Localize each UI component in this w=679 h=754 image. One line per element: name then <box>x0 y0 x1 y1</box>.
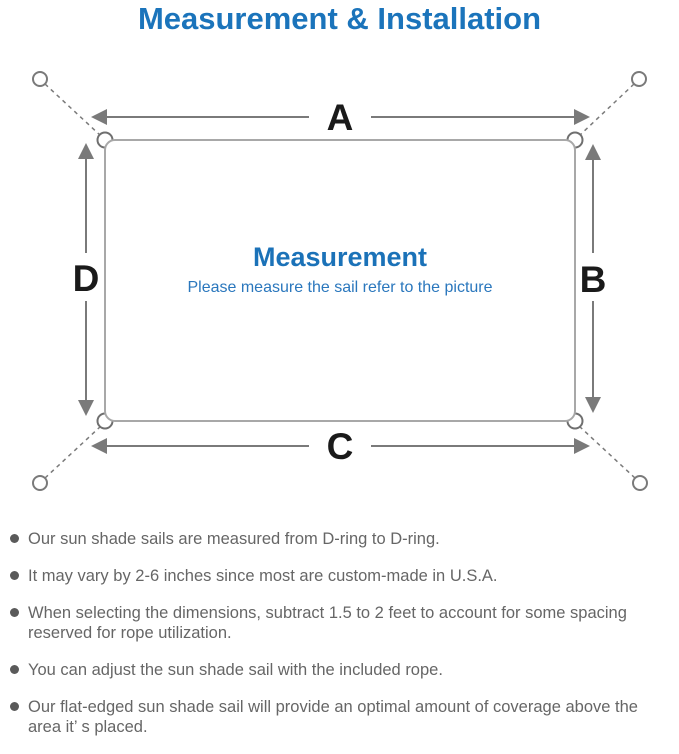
note-item: You can adjust the sun shade sail with t… <box>6 660 666 680</box>
arrow-b-head-bottom <box>585 397 601 413</box>
anchor-points <box>32 71 648 491</box>
note-text: Our flat-edged sun shade sail will provi… <box>28 698 638 736</box>
arrow-c-head-left <box>91 438 107 454</box>
arrow-c-head-right <box>574 438 590 454</box>
bullet-dot-icon <box>10 702 19 711</box>
note-text: When selecting the dimensions, subtract … <box>28 604 627 642</box>
arrow-a-head-left <box>91 109 107 125</box>
anchor-circle-bottom-right <box>632 475 648 491</box>
sail-outline <box>104 139 576 422</box>
note-text: It may vary by 2-6 inches since most are… <box>28 567 498 585</box>
note-item: Our flat-edged sun shade sail will provi… <box>6 697 666 737</box>
callout-subtitle: Please measure the sail refer to the pic… <box>187 279 493 296</box>
note-text: You can adjust the sun shade sail with t… <box>28 661 443 679</box>
tether-line-bottom-right <box>578 425 636 479</box>
bullet-dot-icon <box>10 571 19 580</box>
note-text: Our sun shade sails are measured from D-… <box>28 530 440 548</box>
notes-list: Our sun shade sails are measured from D-… <box>6 529 666 754</box>
tether-line-bottom-left <box>44 425 102 479</box>
note-item: When selecting the dimensions, subtract … <box>6 603 666 643</box>
arrow-a-head-right <box>574 109 590 125</box>
bullet-dot-icon <box>10 665 19 674</box>
anchor-circle-top-right <box>631 71 647 87</box>
bullet-dot-icon <box>10 608 19 617</box>
anchor-circle-bottom-left <box>32 475 48 491</box>
arrow-d-head-top <box>78 143 94 159</box>
tether-line-top-left <box>44 83 102 137</box>
arrow-d-head-bottom <box>78 400 94 416</box>
note-item: It may vary by 2-6 inches since most are… <box>6 566 666 586</box>
dimension-label-d: D <box>73 258 100 299</box>
note-item: Our sun shade sails are measured from D-… <box>6 529 666 549</box>
measurement-callout: Measurement Please measure the sail refe… <box>105 242 575 298</box>
tether-line-top-right <box>578 83 635 137</box>
bullet-dot-icon <box>10 534 19 543</box>
page-title: Measurement & Installation <box>137 1 542 36</box>
callout-title: Measurement <box>252 242 428 272</box>
sail-measurement-diagram: A C D B <box>32 71 648 491</box>
arrow-b-head-top <box>585 144 601 160</box>
dimension-label-a: A <box>327 97 354 138</box>
dimension-label-b: B <box>580 259 607 300</box>
anchor-circle-top-left <box>32 71 48 87</box>
dimension-label-c: C <box>327 426 354 467</box>
